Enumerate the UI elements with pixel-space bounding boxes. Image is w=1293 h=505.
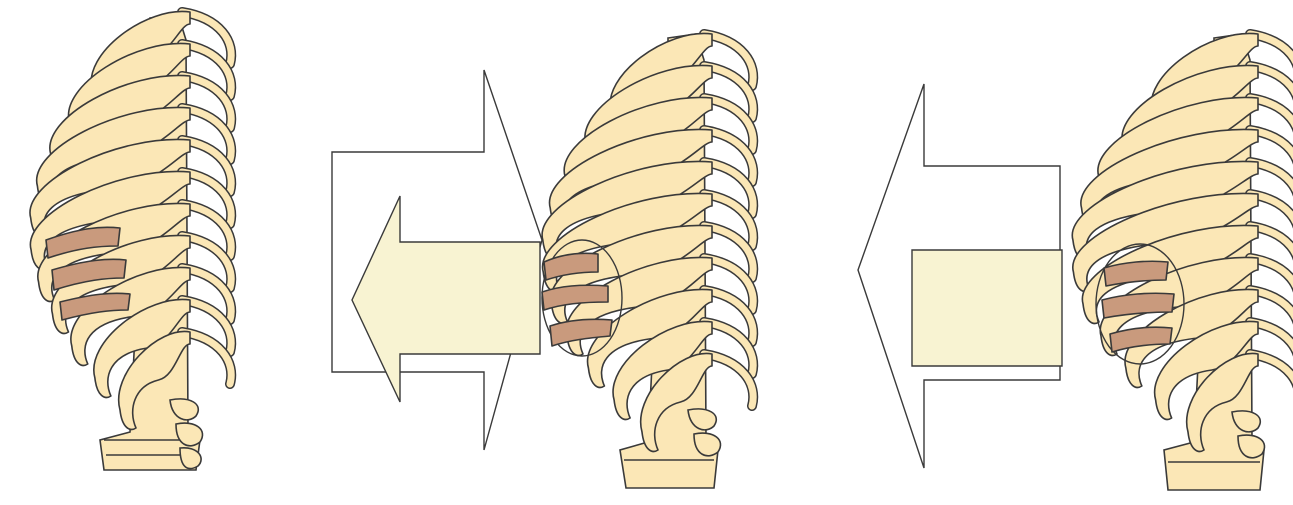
fractured-segment-3 <box>1102 261 1174 352</box>
ribcage-panel-1 <box>30 11 231 470</box>
ribs-group-3 <box>1072 33 1293 451</box>
ribs-group-2 <box>542 33 753 451</box>
ribcage-panel-3 <box>1072 33 1293 490</box>
arrow-group-2 <box>858 84 1062 468</box>
small-inner-block-icon <box>912 250 1062 366</box>
ribcage-panel-2 <box>542 33 753 488</box>
ribs-group-1 <box>30 11 231 429</box>
arrow-group-1 <box>332 70 542 450</box>
